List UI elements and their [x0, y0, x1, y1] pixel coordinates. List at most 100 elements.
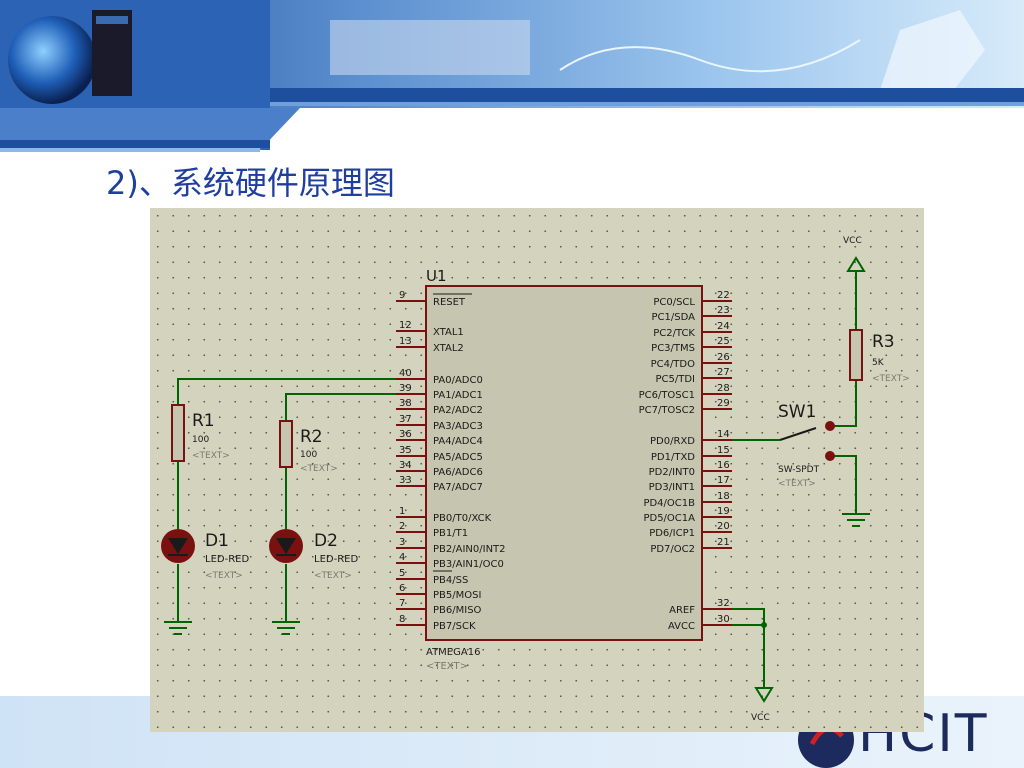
sw1-text: <TEXT> — [778, 479, 816, 489]
mcu-pin-name: PA4/ADC4 — [433, 436, 483, 447]
mcu-body — [425, 285, 703, 641]
mcu-pin-number: 22 — [717, 290, 730, 301]
d2-text: <TEXT> — [314, 571, 352, 581]
mcu-pin-name: PC5/TDI — [655, 374, 695, 385]
mcu-pin-name: PB2/AIN0/INT2 — [433, 544, 506, 555]
mcu-pin-number: 37 — [399, 414, 412, 425]
mcu-pin-name: PC2/TCK — [653, 328, 695, 339]
mcu-pin-number: 1 — [399, 506, 405, 517]
mcu-u1: U1 9RESET12XTAL113XTAL240PA0/ADC039PA1/A… — [396, 267, 732, 672]
r2-value: 100 — [300, 450, 317, 460]
mcu-pin-name: PA2/ADC2 — [433, 405, 483, 416]
mcu-pin-number: 35 — [399, 445, 412, 456]
mcu-pin-name: PD1/TXD — [651, 452, 695, 463]
mcu-pin-name: PB3/AIN1/OC0 — [433, 559, 504, 570]
sw1-part: SW-SPDT — [778, 465, 820, 475]
r1-value: 100 — [192, 435, 209, 445]
mcu-pin-name: AVCC — [668, 621, 695, 632]
mcu-pin-name: PC1/SDA — [652, 312, 696, 323]
ground-sw1 — [842, 513, 870, 527]
mcu-pin-number: 39 — [399, 383, 412, 394]
mcu-pin-number: 4 — [399, 552, 405, 563]
mcu-pin-number: 32 — [717, 598, 730, 609]
switch-sw1: SW1 SW-SPDT <TEXT> — [778, 402, 835, 489]
mcu-pin-name: PA7/ADC7 — [433, 482, 483, 493]
wires — [177, 271, 857, 688]
header-banner — [0, 0, 1024, 152]
d1-text: <TEXT> — [205, 571, 243, 581]
mcu-pin-name: PA0/ADC0 — [433, 375, 483, 386]
mcu-pin-name: PC6/TOSC1 — [639, 390, 695, 401]
mcu-right-pins: 22PC0/SCL23PC1/SDA24PC2/TCK25PC3/TMS26PC… — [639, 290, 732, 632]
mcu-pin-number: 17 — [717, 475, 730, 486]
mcu-pin-number: 27 — [717, 367, 730, 378]
mcu-pin-number: 28 — [717, 383, 730, 394]
wire-pa1-r2 — [285, 393, 396, 421]
led-d2: D2 LED-RED <TEXT> — [269, 529, 358, 581]
mcu-pin-number: 12 — [399, 320, 412, 331]
mcu-pin-name: PB6/MISO — [433, 605, 482, 616]
r2-ref: R2 — [300, 427, 323, 447]
mcu-pin-number: 23 — [717, 305, 730, 316]
mcu-pin-number: 40 — [399, 368, 412, 379]
mcu-pin-name: PA1/ADC1 — [433, 390, 483, 401]
mcu-pin-name: PD5/OC1A — [643, 513, 695, 524]
mcu-ref: U1 — [426, 267, 447, 285]
mcu-pin-number: 21 — [717, 537, 730, 548]
mcu-pin-number: 24 — [717, 321, 730, 332]
r1-ref: R1 — [192, 411, 215, 431]
computer-tower-icon — [92, 10, 132, 96]
junction-dot — [761, 622, 767, 628]
mcu-pin-number: 29 — [717, 398, 730, 409]
mcu-pin-name: PD3/INT1 — [649, 482, 695, 493]
mcu-pin-name: PD2/INT0 — [649, 467, 695, 478]
mcu-pin-name: XTAL2 — [433, 343, 464, 354]
r3-text: <TEXT> — [872, 374, 910, 384]
slide-title: 2)、系统硬件原理图 — [106, 164, 395, 202]
mcu-part: ATMEGA16 — [426, 647, 480, 658]
mcu-pin-name: PB5/MOSI — [433, 590, 481, 601]
mcu-pin-number: 16 — [717, 460, 730, 471]
mcu-pin-number: 20 — [717, 521, 730, 532]
mcu-pin-number: 26 — [717, 352, 730, 363]
r1-text: <TEXT> — [192, 451, 230, 461]
mcu-pin-number: 3 — [399, 537, 405, 548]
mcu-pin-name: RESET — [433, 297, 466, 308]
r3-value: 5K — [872, 358, 885, 368]
vcc-bottom-label: VCC — [751, 713, 770, 723]
mcu-pin-number: 36 — [399, 429, 412, 440]
mcu-pin-number: 2 — [399, 521, 405, 532]
wire-sw1-gnd — [830, 455, 857, 514]
mcu-pin-name: PB7/SCK — [433, 621, 476, 632]
mcu-pin-name: PB4/SS — [433, 575, 468, 586]
mcu-text: <TEXT> — [426, 661, 468, 672]
mcu-pin-name: AREF — [669, 605, 695, 616]
resistor-r1: R1 100 <TEXT> — [171, 404, 230, 462]
wire-aref-vcc — [732, 608, 765, 688]
mcu-pin-name: PA5/ADC5 — [433, 452, 483, 463]
mcu-pin-number: 9 — [399, 290, 405, 301]
ground-d2 — [272, 621, 300, 635]
mcu-pin-name: PC3/TMS — [651, 343, 695, 354]
robot-hand-icon — [880, 10, 985, 95]
mcu-pin-number: 33 — [399, 475, 412, 486]
